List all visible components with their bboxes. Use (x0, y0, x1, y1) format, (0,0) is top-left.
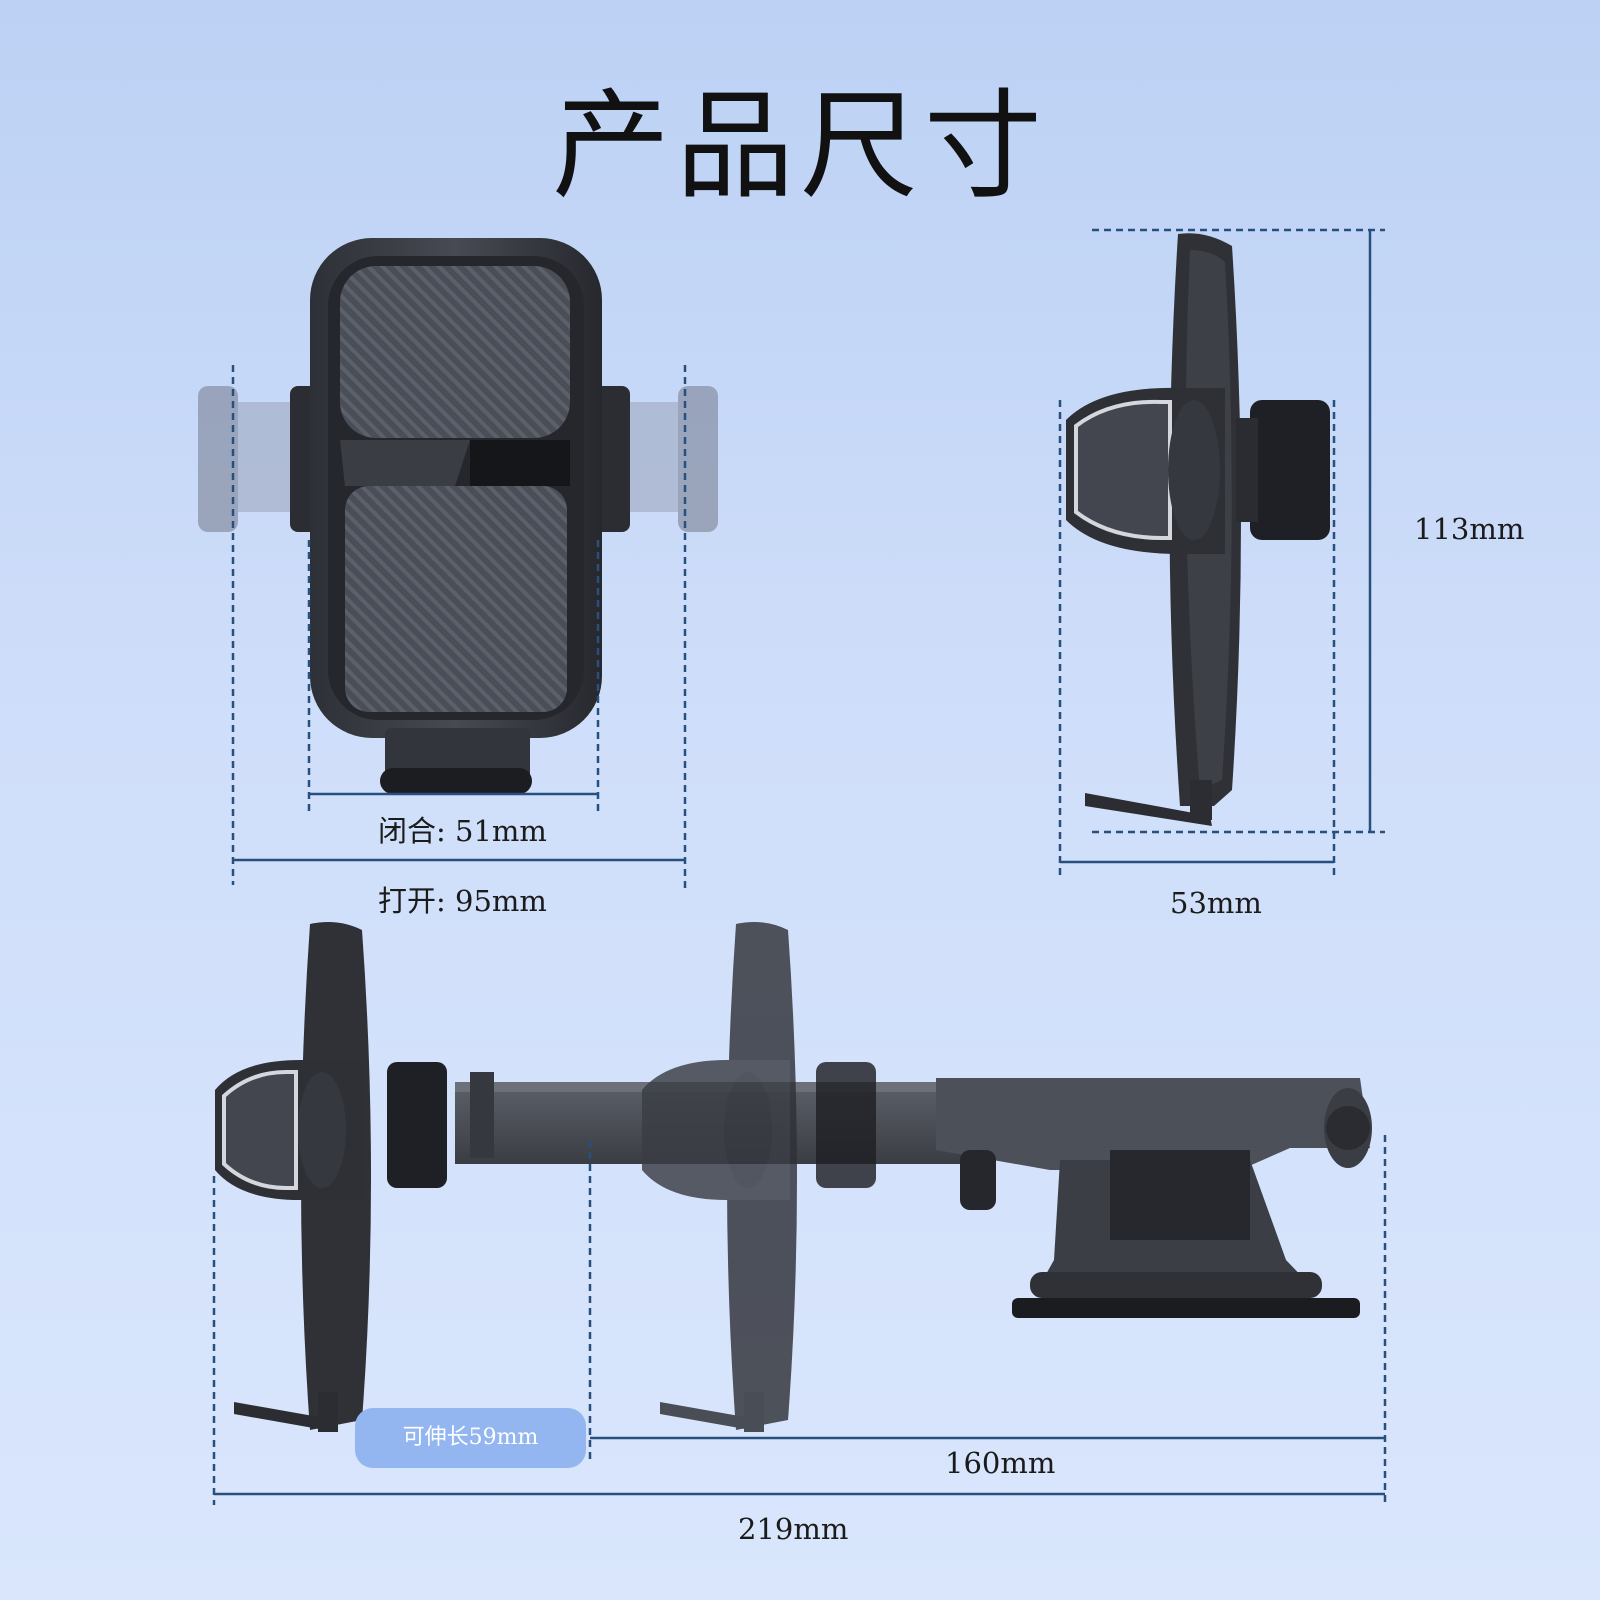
side-measure-lines (1060, 230, 1372, 864)
open-width-label: 打开: 95mm (378, 884, 547, 918)
closed-width-label: 闭合: 51mm (378, 814, 547, 848)
bottom-dimension-lines (212, 1135, 1387, 1505)
arm-length-label: 160mm (945, 1446, 1056, 1480)
front-measure-lines (233, 792, 685, 862)
page-title: 产品尺寸 (551, 77, 1048, 215)
bottom-holder-left (215, 922, 447, 1432)
front-dimension-lines (231, 365, 687, 890)
depth-label: 53mm (1170, 886, 1262, 920)
front-view-holder (198, 238, 718, 794)
side-dimension-lines (1058, 228, 1385, 875)
bottom-view-extended-holder (455, 1072, 1372, 1318)
bottom-measure-lines (214, 1436, 1385, 1496)
total-length-label: 219mm (738, 1512, 849, 1546)
side-view-holder (1066, 233, 1330, 826)
bottom-holder-middle (642, 922, 876, 1432)
height-label: 113mm (1414, 512, 1525, 546)
extendable-length-badge: 可伸长59mm (355, 1408, 586, 1468)
